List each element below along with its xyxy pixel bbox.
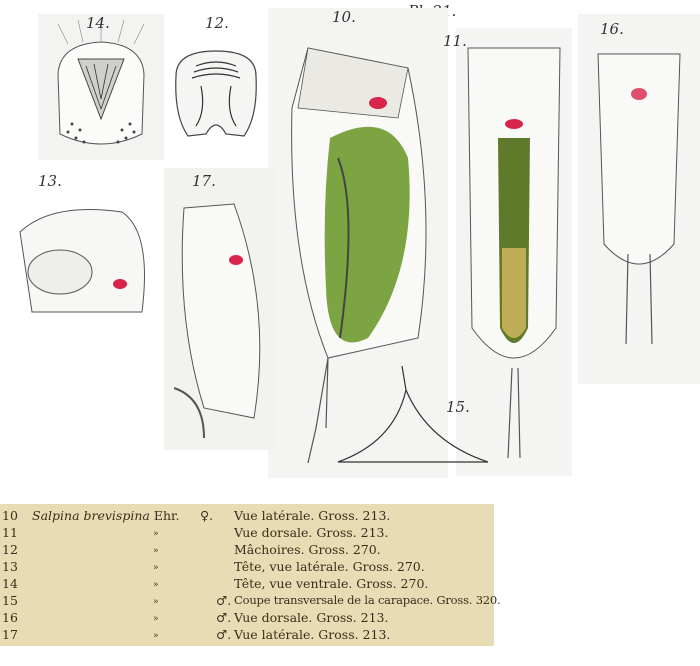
legend-row-description: Mâchoires. Gross. 270. <box>234 542 381 557</box>
legend-row-ditto: » <box>153 563 159 573</box>
legend-species-name: Salpina brevispina <box>32 508 150 523</box>
legend-row-description: Tête, vue latérale. Gross. 270. <box>234 559 425 574</box>
legend-row-description: Coupe transversale de la carapace. Gross… <box>234 593 501 607</box>
legend-row-description: Vue latérale. Gross. 213. <box>234 508 391 523</box>
legend-row-sex: ♂. <box>216 610 232 625</box>
figure-14-drawing <box>57 19 145 145</box>
figure-15-number: 15. <box>446 398 470 416</box>
legend-row-sex: ♂. <box>216 593 232 608</box>
figure-17-drawing <box>173 203 261 439</box>
legend-row-description: Vue dorsale. Gross. 213. <box>234 525 389 540</box>
legend-row-description: Vue latérale. Gross. 213. <box>234 627 391 642</box>
legend-row-ditto: » <box>153 631 159 641</box>
figure-16-number: 16. <box>600 20 624 38</box>
legend-row-species: Salpina brevispina Ehr. <box>32 508 180 523</box>
legend-row-ditto: » <box>153 546 159 556</box>
figure-13-panel <box>12 172 158 324</box>
legend-row-number: 14 <box>2 576 18 591</box>
figure-12-drawing <box>175 50 257 137</box>
legend-row-number: 10 <box>2 508 18 523</box>
figure-12-number: 12. <box>205 14 229 32</box>
legend-row-number: 11 <box>2 525 18 540</box>
figure-11-drawing <box>467 47 561 459</box>
figure-10-number: 10. <box>332 8 356 26</box>
legend-row-sex: ♂. <box>216 627 232 642</box>
legend-row-number: 13 <box>2 559 18 574</box>
legend-row-number: 12 <box>2 542 18 557</box>
figure-13-drawing <box>19 209 145 313</box>
legend-box: 10 Salpina brevispina Ehr. ♀. Vue latéra… <box>0 504 501 646</box>
figure-17-panel <box>164 168 274 450</box>
legend-row-number: 16 <box>2 610 18 625</box>
figure-16-panel <box>578 14 700 384</box>
legend-row-description: Vue dorsale. Gross. 213. <box>234 610 389 625</box>
figure-15-drawing <box>337 365 489 463</box>
figure-11-panel <box>456 28 572 476</box>
legend-row-ditto: » <box>153 597 159 607</box>
figure-13-number: 13. <box>38 172 62 190</box>
figure-14-number: 14. <box>86 14 110 32</box>
legend-row-sex: ♀. <box>200 508 214 523</box>
figure-10-drawing <box>291 47 427 464</box>
legend-species-author: Ehr. <box>153 508 180 523</box>
figure-12-panel <box>166 16 266 156</box>
figure-17-number: 17. <box>192 172 216 190</box>
figure-14-panel <box>38 14 164 160</box>
figure-10-panel <box>268 8 448 478</box>
figure-15-panel <box>318 362 498 482</box>
legend-row-ditto: » <box>153 529 159 539</box>
legend-row-number: 17 <box>2 627 18 642</box>
legend-row-ditto: » <box>153 614 159 624</box>
figure-16-drawing <box>597 53 681 345</box>
legend-row-description: Tête, vue ventrale. Gross. 270. <box>234 576 429 591</box>
figure-11-number: 11. <box>443 32 467 50</box>
legend-row-number: 15 <box>2 593 18 608</box>
legend-row-ditto: » <box>153 580 159 590</box>
